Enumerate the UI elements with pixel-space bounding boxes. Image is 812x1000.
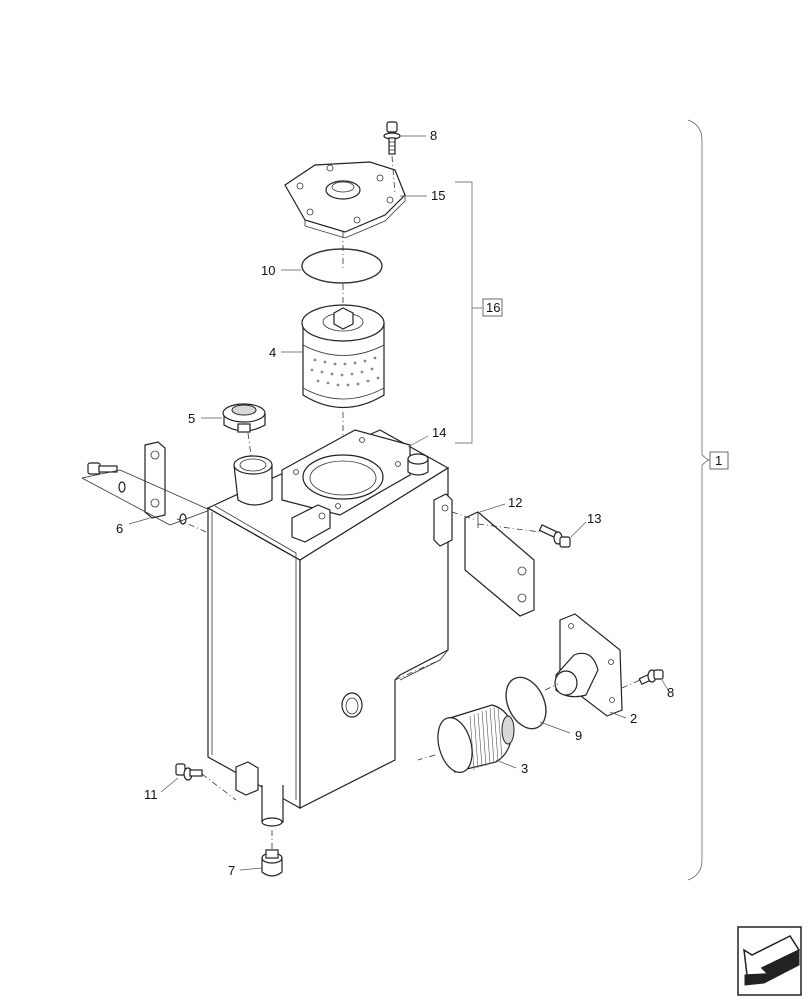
callout-labels: 8 15 10 4 5 14 6 12 13 2 8 9 3 11 7: [116, 128, 674, 878]
assembly-bracket-16: [455, 181, 482, 444]
o-ring-9: [505, 676, 547, 730]
callout-10: 10: [261, 263, 275, 278]
bolt-11: [175, 763, 203, 781]
assembly-bracket-1: [687, 119, 712, 881]
callout-13: 13: [587, 511, 601, 526]
drain-plug-7: [261, 849, 283, 877]
callout-4: 4: [269, 345, 276, 360]
screw-8-top: [383, 121, 401, 155]
callout-16-box: 16: [482, 298, 503, 317]
callout-7: 7: [228, 863, 235, 878]
bracket-plate-6: [144, 441, 166, 519]
callout-15: 15: [431, 188, 445, 203]
leader-lines: [128, 135, 669, 871]
screw-8-side: [638, 669, 664, 686]
bolt-13: [538, 524, 571, 548]
filter-element-4: [301, 304, 385, 409]
callout-1: 1: [715, 453, 722, 468]
callout-3: 3: [521, 761, 528, 776]
bracket-12: [464, 511, 535, 617]
callout-1-box: 1: [709, 451, 729, 470]
hydraulic-tank: [206, 429, 453, 827]
callout-5: 5: [188, 411, 195, 426]
flange-housing-2: [554, 613, 623, 717]
callout-8-side: 8: [667, 685, 674, 700]
bolt-6: [87, 462, 187, 525]
filler-cap-5: [222, 403, 266, 433]
navigation-arrow-icon[interactable]: [737, 926, 802, 996]
filter-cartridge-3: [437, 704, 515, 773]
callout-12: 12: [508, 495, 522, 510]
callout-14: 14: [432, 425, 446, 440]
callout-6: 6: [116, 521, 123, 536]
callout-9: 9: [575, 728, 582, 743]
o-ring-10: [301, 248, 383, 284]
callout-2: 2: [630, 711, 637, 726]
cover-plate-15: [284, 161, 406, 239]
callout-8-top: 8: [430, 128, 437, 143]
callout-11: 11: [144, 787, 158, 802]
callout-16: 16: [486, 300, 500, 315]
